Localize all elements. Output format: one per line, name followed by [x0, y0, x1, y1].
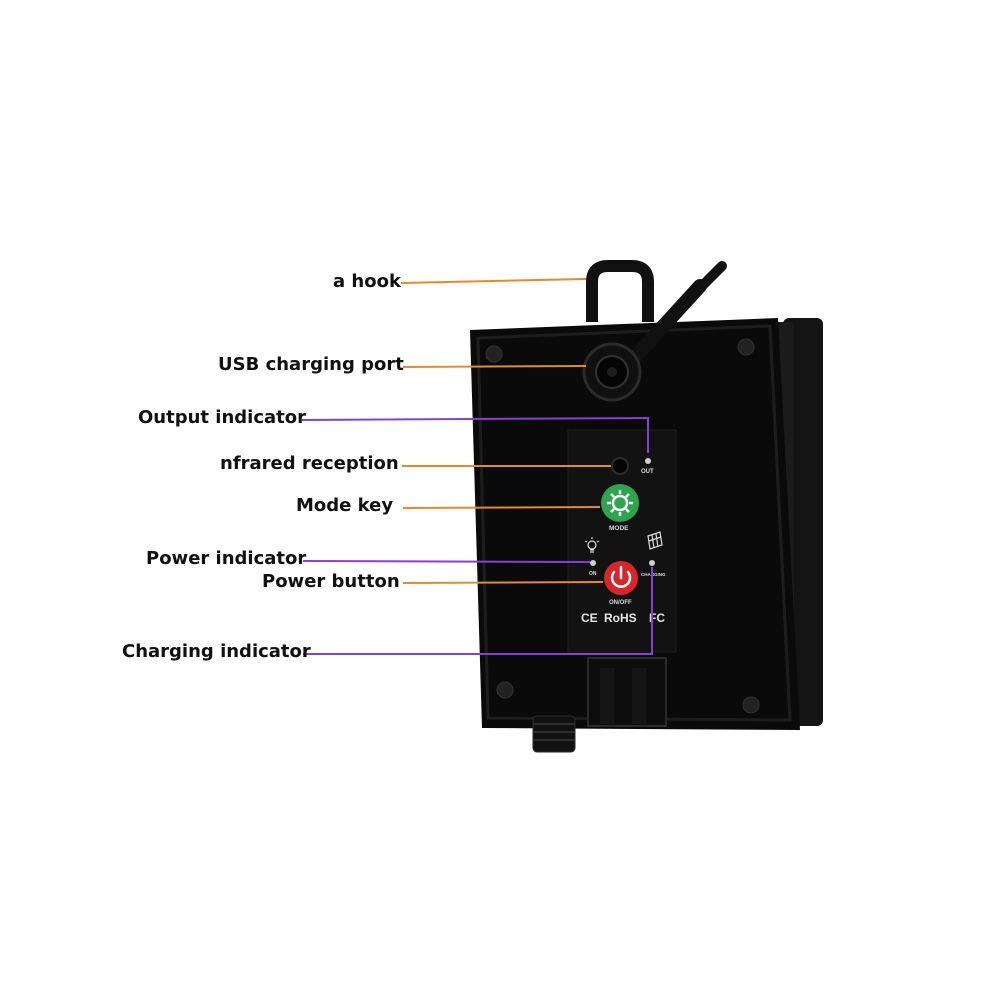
device-body-edge	[476, 324, 792, 722]
solar-panel-icon	[647, 531, 663, 550]
screw-bottom-right	[742, 696, 760, 714]
label-infrared-reception: nfrared reception	[220, 453, 399, 474]
port-cap-strap-end	[685, 261, 727, 303]
clip-slot-right	[632, 668, 646, 724]
output-connector	[532, 715, 576, 753]
power-icon	[610, 565, 632, 588]
screw-top-left	[485, 345, 503, 363]
label-hook: a hook	[333, 271, 401, 292]
onoff-text: ON/OFF	[609, 600, 632, 606]
charging-indicator-led	[649, 560, 655, 566]
rohs-mark: RoHS	[604, 611, 637, 625]
fc-mark: FC	[649, 611, 665, 625]
label-mode-key: Mode key	[296, 495, 394, 516]
out-text: OUT	[641, 469, 654, 475]
connector-thread	[533, 723, 575, 741]
label-usb-charging-port: USB charging port	[218, 354, 404, 375]
mode-key[interactable]	[601, 484, 639, 522]
power-indicator-led	[590, 560, 596, 566]
screw-top-right	[737, 338, 755, 356]
label-charging-indicator: Charging indicator	[122, 641, 311, 662]
label-power-indicator: Power indicator	[146, 548, 307, 569]
gear-icon	[607, 490, 633, 516]
hook	[586, 260, 654, 322]
mode-text: MODE	[609, 525, 629, 532]
infrared-receiver	[611, 457, 629, 475]
usb-port-pin	[607, 367, 617, 377]
leader-lines	[301, 278, 653, 655]
clip-slot-left	[600, 668, 614, 724]
charging-text: CHARGING	[641, 572, 666, 577]
on-text: ON	[589, 571, 597, 577]
label-power-button: Power button	[262, 571, 400, 592]
ce-mark: CE	[581, 611, 598, 625]
lightbulb-icon	[584, 537, 600, 553]
screw-bottom-left	[496, 681, 514, 699]
label-output-indicator: Output indicator	[138, 407, 306, 428]
bottom-clip	[587, 657, 667, 727]
output-indicator-led	[645, 458, 651, 464]
